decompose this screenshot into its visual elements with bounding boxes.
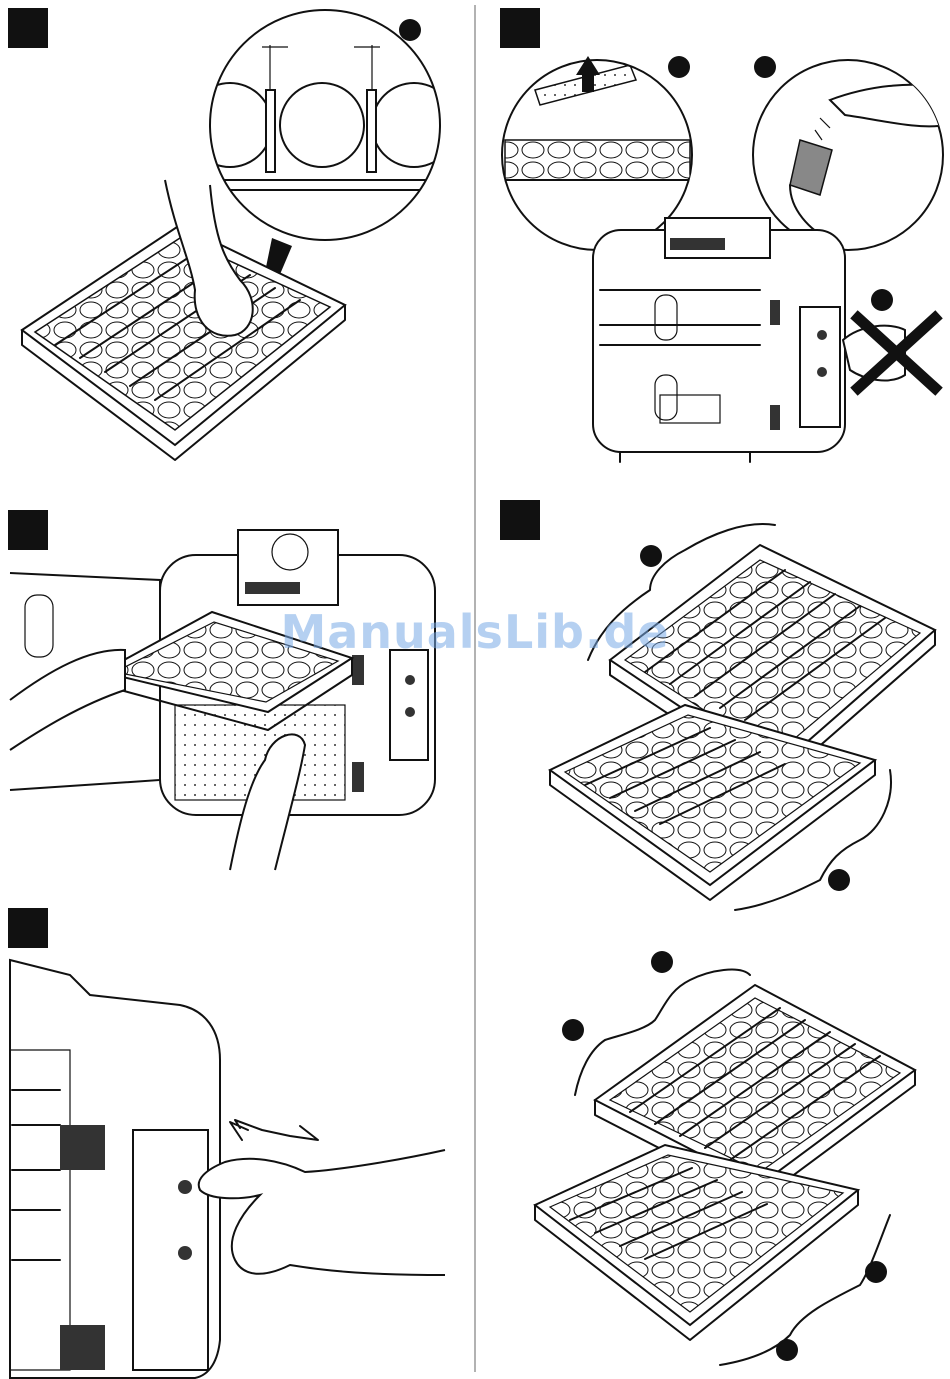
step-marker [399,19,421,41]
step-box-3 [8,510,48,550]
detail-circle-tray [502,60,692,250]
step-marker [562,1019,584,1041]
double-arrow-icon [230,1120,318,1140]
panel-4 [500,500,935,910]
panel-2 [500,8,945,462]
step-marker [651,951,673,973]
step-box-5 [8,908,48,948]
watermark-text: ManualsLib.de [0,605,950,659]
egg-tray-lower [535,1145,858,1340]
step-marker [754,56,776,78]
step-marker [640,545,662,567]
step-marker [776,1339,798,1361]
incubator [593,218,845,462]
step-marker [828,869,850,891]
hand [199,1150,445,1275]
detail-circle [188,10,456,240]
panel-5 [8,908,445,1378]
panel-1 [8,8,456,460]
step-box-1 [8,8,48,48]
step-box-4 [500,500,540,540]
step-marker [668,56,690,78]
step-marker [865,1261,887,1283]
step-box-2 [500,8,540,48]
egg-tray [22,225,345,460]
panel-6 [535,951,915,1365]
detail-circle-water [753,60,945,250]
panel-3 [8,510,435,870]
step-marker [871,289,893,311]
incubator-side [10,960,220,1378]
